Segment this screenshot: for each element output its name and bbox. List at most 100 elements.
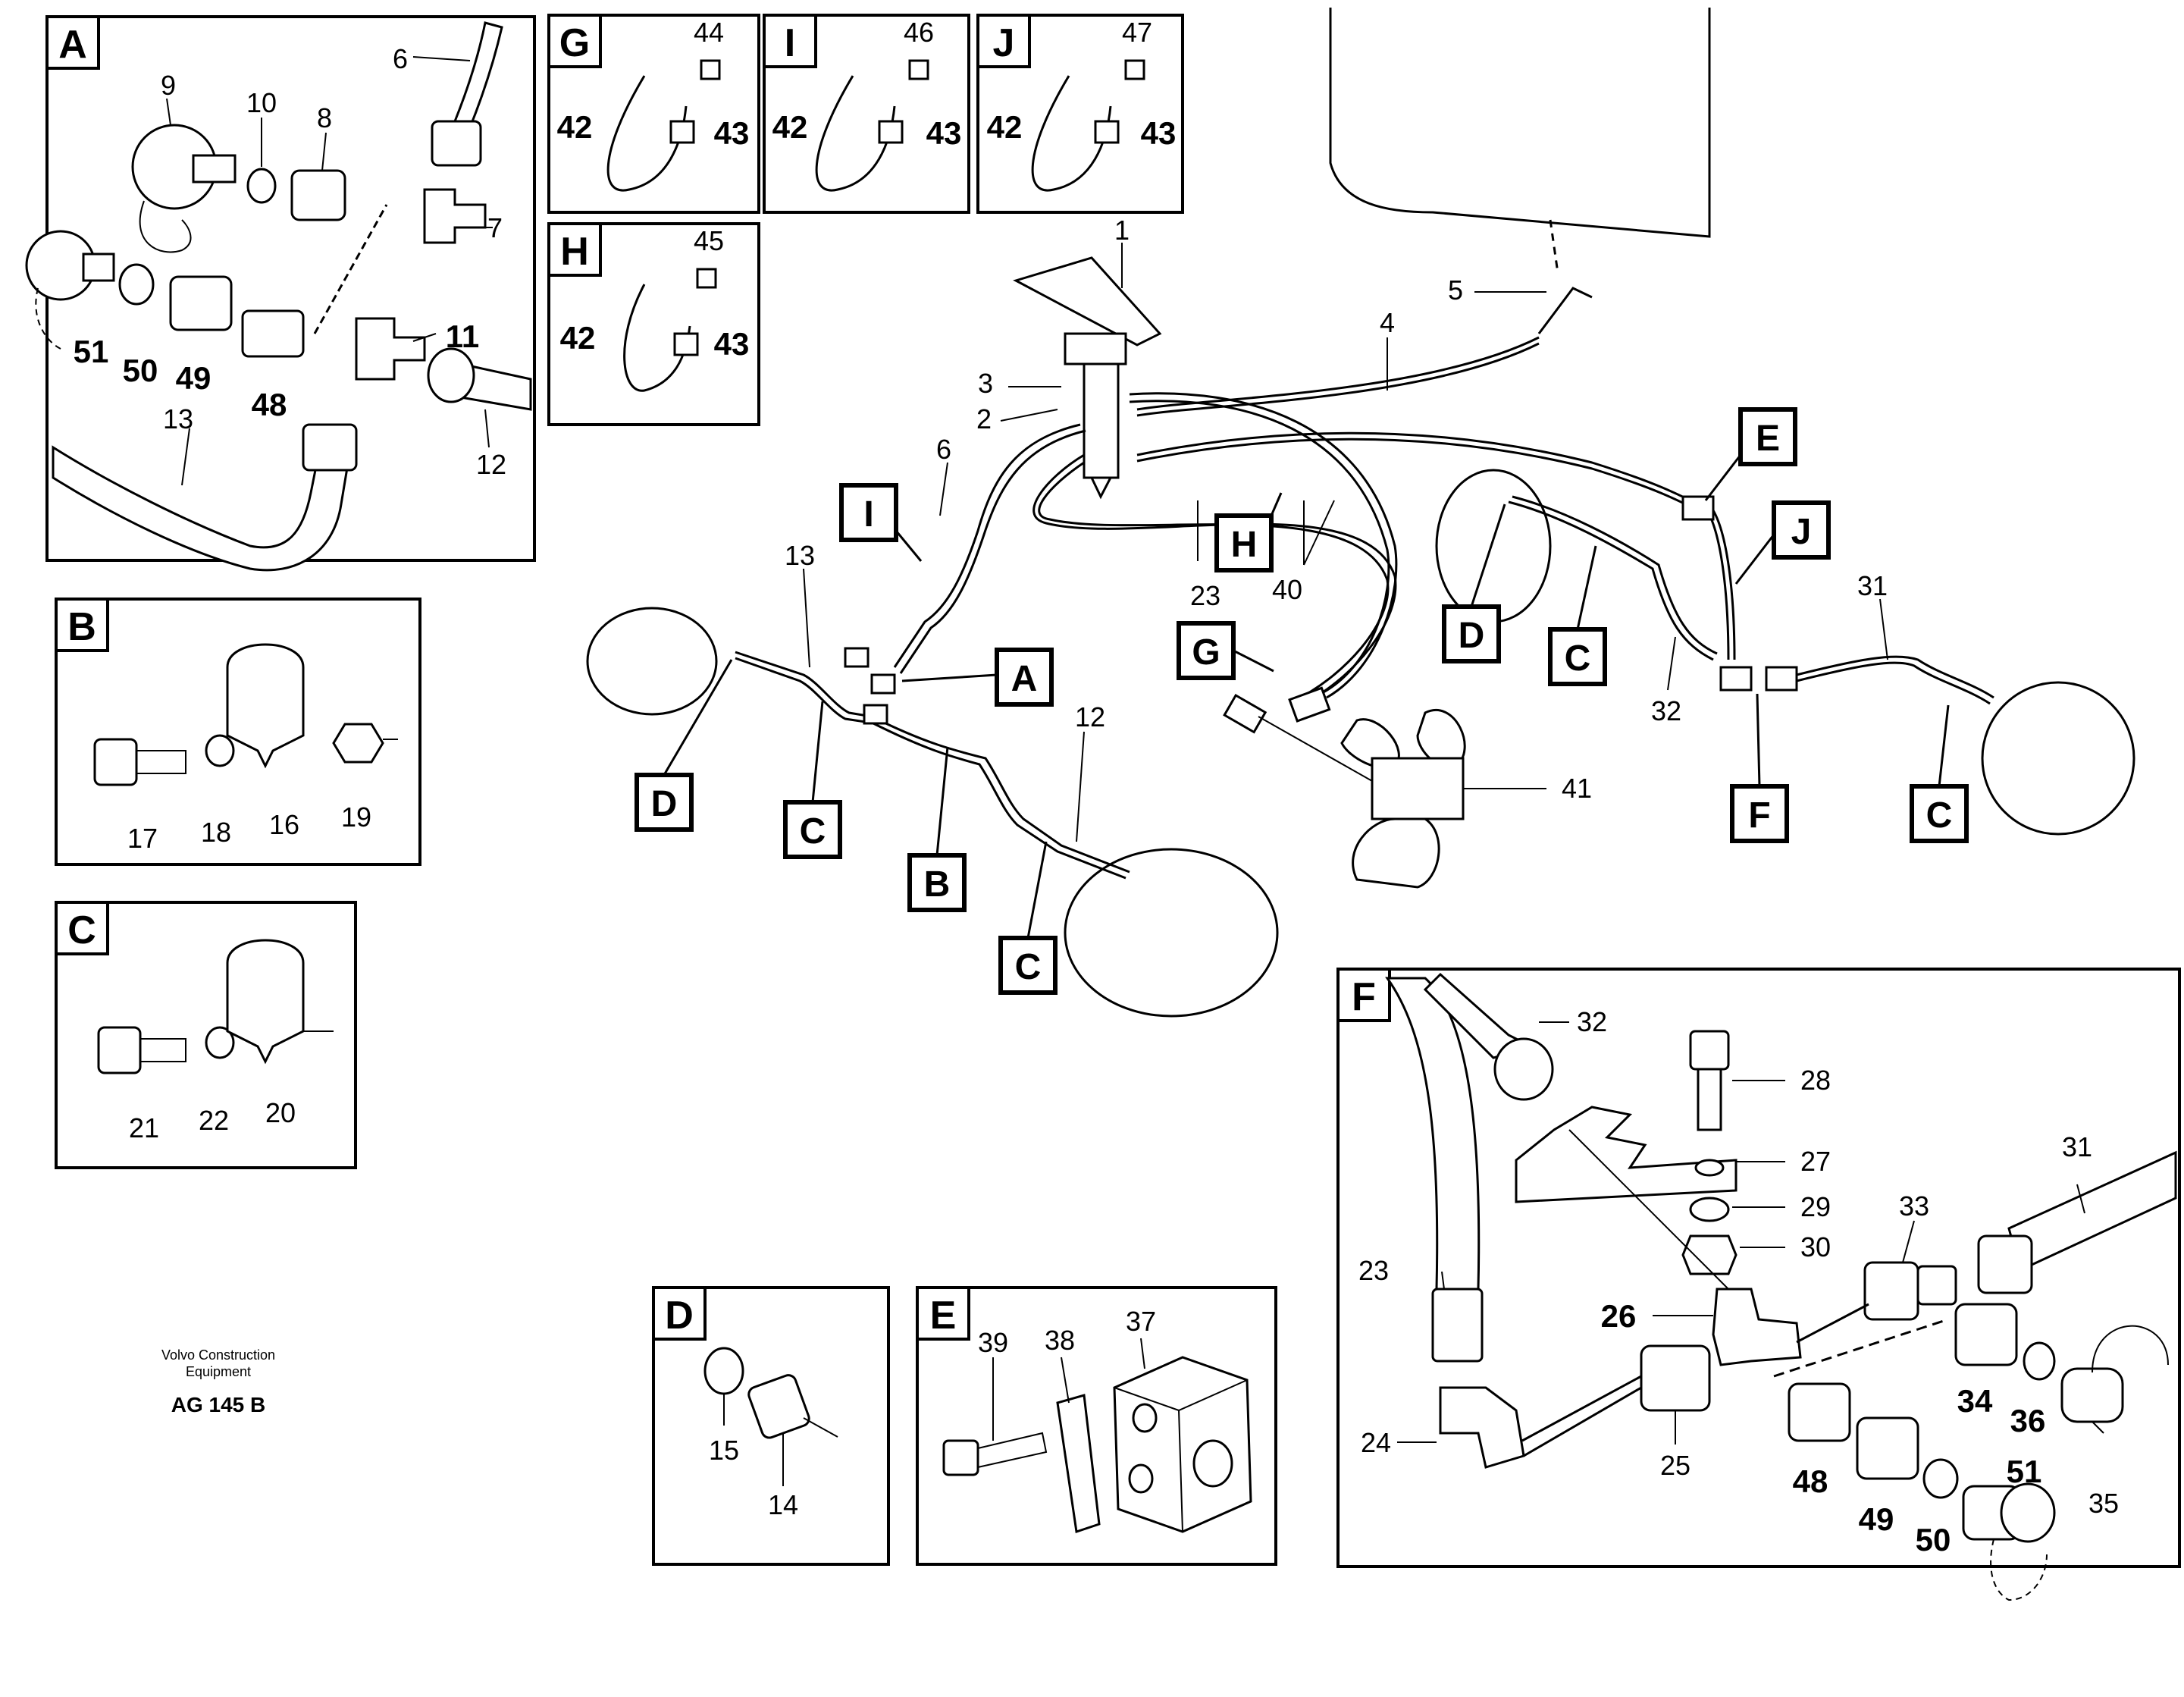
- coupling-part: [82, 253, 115, 282]
- pipe-31: [1796, 655, 1994, 699]
- part-number-label: 43: [714, 115, 750, 151]
- footer-reference: Volvo Construction Equipment AG 145 B: [161, 1347, 275, 1416]
- nut-part: [1681, 1234, 1737, 1275]
- part-number-label: 8: [317, 102, 332, 133]
- part-number-label: D: [1459, 616, 1485, 656]
- o-ring-part: [246, 168, 277, 204]
- part-number-label: B: [67, 605, 96, 649]
- washer-part: [2023, 1341, 2056, 1381]
- part-number-label: 31: [2062, 1131, 2092, 1162]
- detail-box-b: B 17 18 16 19: [55, 598, 421, 866]
- nut-part: [1977, 1234, 2033, 1294]
- drawing-stroke: [2092, 1421, 2104, 1434]
- o-ring-part: [703, 1347, 744, 1395]
- part-number-label: 10: [246, 87, 277, 118]
- part-number-label: 46: [904, 17, 934, 48]
- drawing-stroke: [45, 15, 100, 70]
- washer-part: [1689, 1197, 1730, 1222]
- detail-box-a: A: [25, 15, 536, 572]
- drawing-stroke: [55, 901, 109, 955]
- part-number-label: A: [1011, 659, 1038, 699]
- part-number-label: 51: [74, 334, 109, 369]
- drawing-stroke: [1270, 492, 1283, 516]
- part-number-label: 6: [936, 434, 951, 465]
- detail-box-d: D 15 14: [652, 1286, 890, 1566]
- drawing-stroke: [1258, 716, 1373, 782]
- accumulator-part: [1981, 681, 2135, 836]
- part-number-label: 31: [1857, 570, 1888, 601]
- ferrule-part: [908, 59, 929, 80]
- drawing-code: AG 145 B: [171, 1393, 266, 1416]
- ferrule-part: [669, 120, 695, 144]
- dashed-connection: [313, 204, 388, 334]
- line-to-e: [1136, 438, 1699, 512]
- washer-part: [205, 1026, 235, 1059]
- bolt-thread-part: [977, 1432, 1048, 1468]
- drawing-stroke: [166, 98, 171, 126]
- drawing-stroke: [55, 598, 109, 652]
- accumulator-part: [586, 607, 718, 716]
- part-number-label: 16: [269, 809, 299, 840]
- detail-box-f: F: [1336, 968, 2181, 1601]
- line-6: [893, 423, 1081, 668]
- part-number-label: C: [67, 908, 96, 952]
- part-number-label: 49: [1859, 1501, 1894, 1537]
- drawing-stroke: [976, 14, 1031, 68]
- part-number-label: I: [863, 494, 873, 535]
- drawing-stroke: [976, 14, 1184, 214]
- part-number-label: 24: [1361, 1427, 1391, 1458]
- part-number-label: C: [1926, 795, 1953, 836]
- drawing-stroke: [939, 462, 948, 516]
- part-number-label: 27: [1800, 1146, 1831, 1177]
- part-number-label: C: [800, 811, 826, 852]
- drawing-stroke: [1938, 704, 1950, 787]
- drawing-stroke: [895, 530, 923, 562]
- part-number-label: 38: [1045, 1325, 1075, 1356]
- washer-part: [118, 263, 155, 306]
- part-number-label: 18: [201, 817, 231, 848]
- ferrule-part: [878, 120, 904, 144]
- part-number-label: 32: [1651, 695, 1681, 726]
- part-number-label: D: [651, 784, 678, 824]
- dashed-connection: [1773, 1318, 1949, 1378]
- part-number-label: 20: [265, 1097, 296, 1128]
- clamp-block-hole: [1128, 1463, 1154, 1494]
- part-number-label: 42: [987, 109, 1023, 145]
- drawing-stroke: [1441, 1271, 1445, 1290]
- part-number-label: 42: [772, 109, 808, 145]
- valve-block-part: [1371, 757, 1465, 820]
- drawing-stroke: [916, 1286, 1277, 1566]
- valve-body-part: [1064, 332, 1127, 365]
- part-number-label: 34: [1957, 1383, 1993, 1419]
- drawing-stroke: [1076, 731, 1085, 842]
- clamp-block-hole: [1192, 1439, 1233, 1488]
- drawing-stroke: [547, 222, 760, 426]
- drawing-stroke: [935, 746, 949, 856]
- callout-tag: [1910, 784, 1969, 843]
- bolt-head-part: [1689, 1030, 1730, 1071]
- drawing-stroke: [1549, 219, 1559, 274]
- part-number-label: 12: [476, 449, 506, 480]
- part-number-label: 28: [1800, 1065, 1831, 1096]
- part-number-label: 40: [1272, 574, 1302, 605]
- drawing-stroke: [663, 659, 733, 776]
- part-number-label: 45: [694, 225, 724, 256]
- adapter-part: [241, 309, 305, 358]
- tee-fitting-part: [1863, 1261, 1919, 1321]
- part-number-label: 25: [1660, 1450, 1690, 1481]
- detail-box-i: I 46 42 43: [763, 14, 970, 214]
- part-number-label: C: [1565, 638, 1591, 679]
- part-number-label: 37: [1126, 1306, 1156, 1337]
- pipe-32: [1512, 495, 1718, 655]
- drawing-stroke: [1336, 968, 2181, 1568]
- drawing-stroke: [1568, 1129, 1729, 1290]
- hose-end-part: [1288, 686, 1331, 723]
- nut-part: [427, 347, 475, 403]
- drawing-stroke: [1233, 649, 1274, 673]
- drawing-stroke: [412, 56, 471, 61]
- pipe-31: [1796, 661, 1991, 705]
- hose-fitting-part: [1431, 1288, 1484, 1363]
- drawing-stroke: [547, 14, 602, 68]
- valve-block-part: [1352, 817, 1440, 889]
